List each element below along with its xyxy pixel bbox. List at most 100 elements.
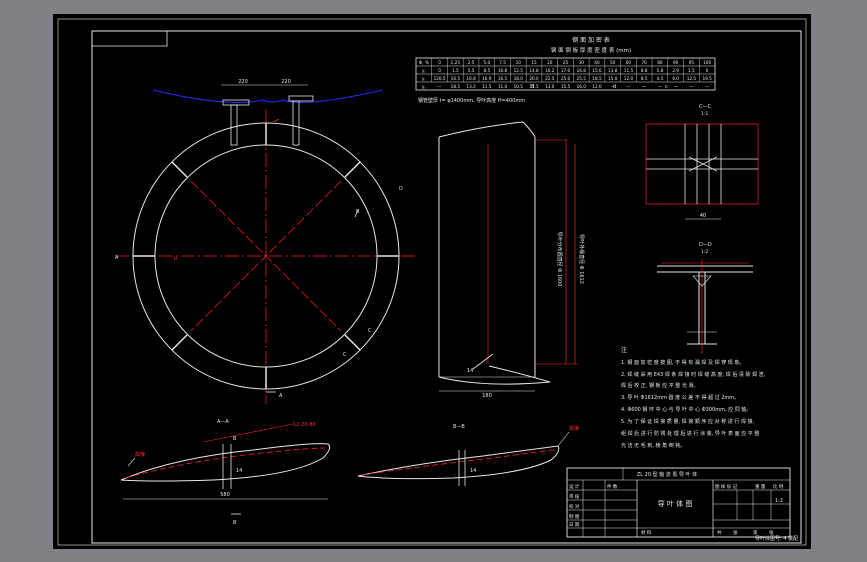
table-cell: 2.9 <box>672 68 679 73</box>
plan-view: 220 220 A b D B C C A <box>115 79 417 404</box>
table-cell: — <box>658 84 662 89</box>
table-cell: 40 <box>594 60 600 65</box>
table-cell: 16.5 <box>498 76 508 81</box>
tb-scale: 比 例 <box>773 483 784 490</box>
table-cell: 0 <box>706 68 709 73</box>
tb-date: 日 期 <box>569 522 580 528</box>
title-project: ZL 20 型 轴 流 泵 导 叶 体 <box>637 471 697 478</box>
table-cell: — <box>689 84 693 89</box>
note-line-6: 5. 为 了 保 证 焊 接 质 量, 焊 接 顺 序 应 对 称 进 行 焊 … <box>621 418 755 425</box>
tb-scale-value: 1:2 <box>775 498 783 504</box>
notes-heading: 注 <box>621 346 627 354</box>
label-scale-2: 1:2 <box>701 249 708 255</box>
label-b-aa: B <box>233 436 237 442</box>
section-mark-a-bottom: A <box>279 393 283 399</box>
table-cell: 25.5 <box>577 76 587 81</box>
note-line-7: 组 焊 后 进 行 防 锈 处 理 后 进 行 涂 装, 导 叶 表 面 应 平… <box>621 430 759 437</box>
tb-qty: 件 数 <box>607 483 618 490</box>
label-12-20-80: 12-20-80 <box>293 422 316 428</box>
table-footer-b: B <box>531 84 535 90</box>
table-cell: 5.8 <box>657 68 664 73</box>
table-cell: 25.0 <box>561 76 571 81</box>
dim-220-left: 220 <box>238 79 248 85</box>
flange-right <box>288 95 314 102</box>
table-cell: 13.8 <box>608 68 618 73</box>
table-cell: y, <box>422 68 426 73</box>
table-cell: 14.8 <box>529 68 539 73</box>
section-mark-c2: C <box>343 352 347 358</box>
section-mark-b-left: b <box>174 256 177 262</box>
dim-aa-length: 580 <box>220 492 230 498</box>
tb-draw: 制 图 <box>569 513 580 520</box>
table-cell: 6.0 <box>672 76 679 81</box>
table-cell: 15 <box>531 60 537 65</box>
section-mark-c: C <box>368 328 372 334</box>
table-cell: 30 <box>579 60 585 65</box>
label-section-bb: B—B <box>453 424 465 430</box>
table-cell: 70 <box>642 60 648 65</box>
table-cell: 20.0 <box>529 76 539 81</box>
dim-side-thick: 14 <box>467 368 473 374</box>
table-cell: 12.5 <box>514 68 524 73</box>
diagonal-line-2 <box>190 180 342 332</box>
table-cell: 15.5 <box>561 84 571 89</box>
table-cell: 90 <box>673 60 679 65</box>
dim-side-width: 180 <box>482 393 492 399</box>
table-cell: 18.0 <box>514 76 524 81</box>
weld-label-left: 焊接 <box>135 451 145 458</box>
table-cell: 25 <box>563 60 569 65</box>
table-cell: 12.0 <box>624 76 634 81</box>
table-cell: 5.0 <box>483 60 490 65</box>
title-drawing-name: 导 叶 体 图 <box>658 499 693 508</box>
weld-label-right: 焊接 <box>569 425 579 432</box>
table-cell: 19.5 <box>702 76 712 81</box>
table-cell: 20 <box>547 60 553 65</box>
table-cell: y, <box>422 76 426 81</box>
label-section-aa: A—A <box>217 419 229 425</box>
tb-material: 材 料 <box>641 529 652 536</box>
table-cell: 0 <box>438 68 441 73</box>
detail-d: D—D 1:2 <box>657 242 753 354</box>
table-cell: 4.5 <box>657 76 664 81</box>
tb-sheet-no: 第 <box>753 529 758 536</box>
table-cell: 1.25 <box>451 60 461 65</box>
section-bb: B—B 14 焊接 <box>357 424 579 486</box>
note-line-1: 1. 钢 面 加 密 度 按 图, 不 得 有 漏 焊 及 焊 穿 现 象。 <box>621 359 744 366</box>
label-section-cc: C—C <box>699 104 711 110</box>
table-cell: 2.5 <box>468 60 475 65</box>
corner-label: 导叶体图号: 4 装配 <box>755 535 798 542</box>
table-cell: 16.2 <box>545 68 555 73</box>
table-cell: 60 <box>626 60 632 65</box>
note-line-5: 4. Φ600 钢 环 中 心 与 导 叶 中 心 Φ300mm, 应 同 轴。 <box>621 406 751 413</box>
table-cell: 95 <box>689 60 695 65</box>
table-footer-d: d <box>613 84 616 90</box>
table-cell: 120.5 <box>434 76 446 81</box>
label-b-bottom: B <box>233 520 237 526</box>
notes-block: 注 1. 钢 面 加 密 度 按 图, 不 得 有 漏 焊 及 焊 穿 现 象。… <box>621 346 766 449</box>
tb-sheet-unit: 张 <box>733 529 738 536</box>
section-mark-b: B <box>356 209 360 215</box>
table-cell: 13.0 <box>545 84 555 89</box>
table-cell: 12.0 <box>592 84 602 89</box>
table-cell: 10.8 <box>498 68 508 73</box>
drawing-frame <box>91 30 802 544</box>
note-line-4: 3. 导 叶 Φ1612mm 圆 度 公 差 不 得 超 过 2mm。 <box>621 394 739 401</box>
table-cell: — <box>611 84 615 89</box>
table-cell: 8.8 <box>641 68 648 73</box>
tb-sample-mark: 图 样 标 记 <box>715 483 738 490</box>
table-cell: 7.5 <box>499 60 506 65</box>
note-line-3: 焊 后 校 正, 钢 板 应 平 整 光 滑。 <box>621 382 698 389</box>
label-scale-1: 1:1 <box>701 111 708 117</box>
table-cell: Φ, % <box>419 60 429 65</box>
dim-aa-thick: 14 <box>236 468 242 474</box>
table-cell: 11.0 <box>498 84 508 89</box>
tb-sheet-unit2: 张 <box>769 529 774 536</box>
table-cell: 1.5 <box>688 68 695 73</box>
table-cell: 8.5 <box>483 68 490 73</box>
table-cell: — <box>705 84 709 89</box>
table-cell: 5.5 <box>468 68 475 73</box>
table-cell: 16.5 <box>451 76 461 81</box>
table-cell: 18.5 <box>592 76 602 81</box>
